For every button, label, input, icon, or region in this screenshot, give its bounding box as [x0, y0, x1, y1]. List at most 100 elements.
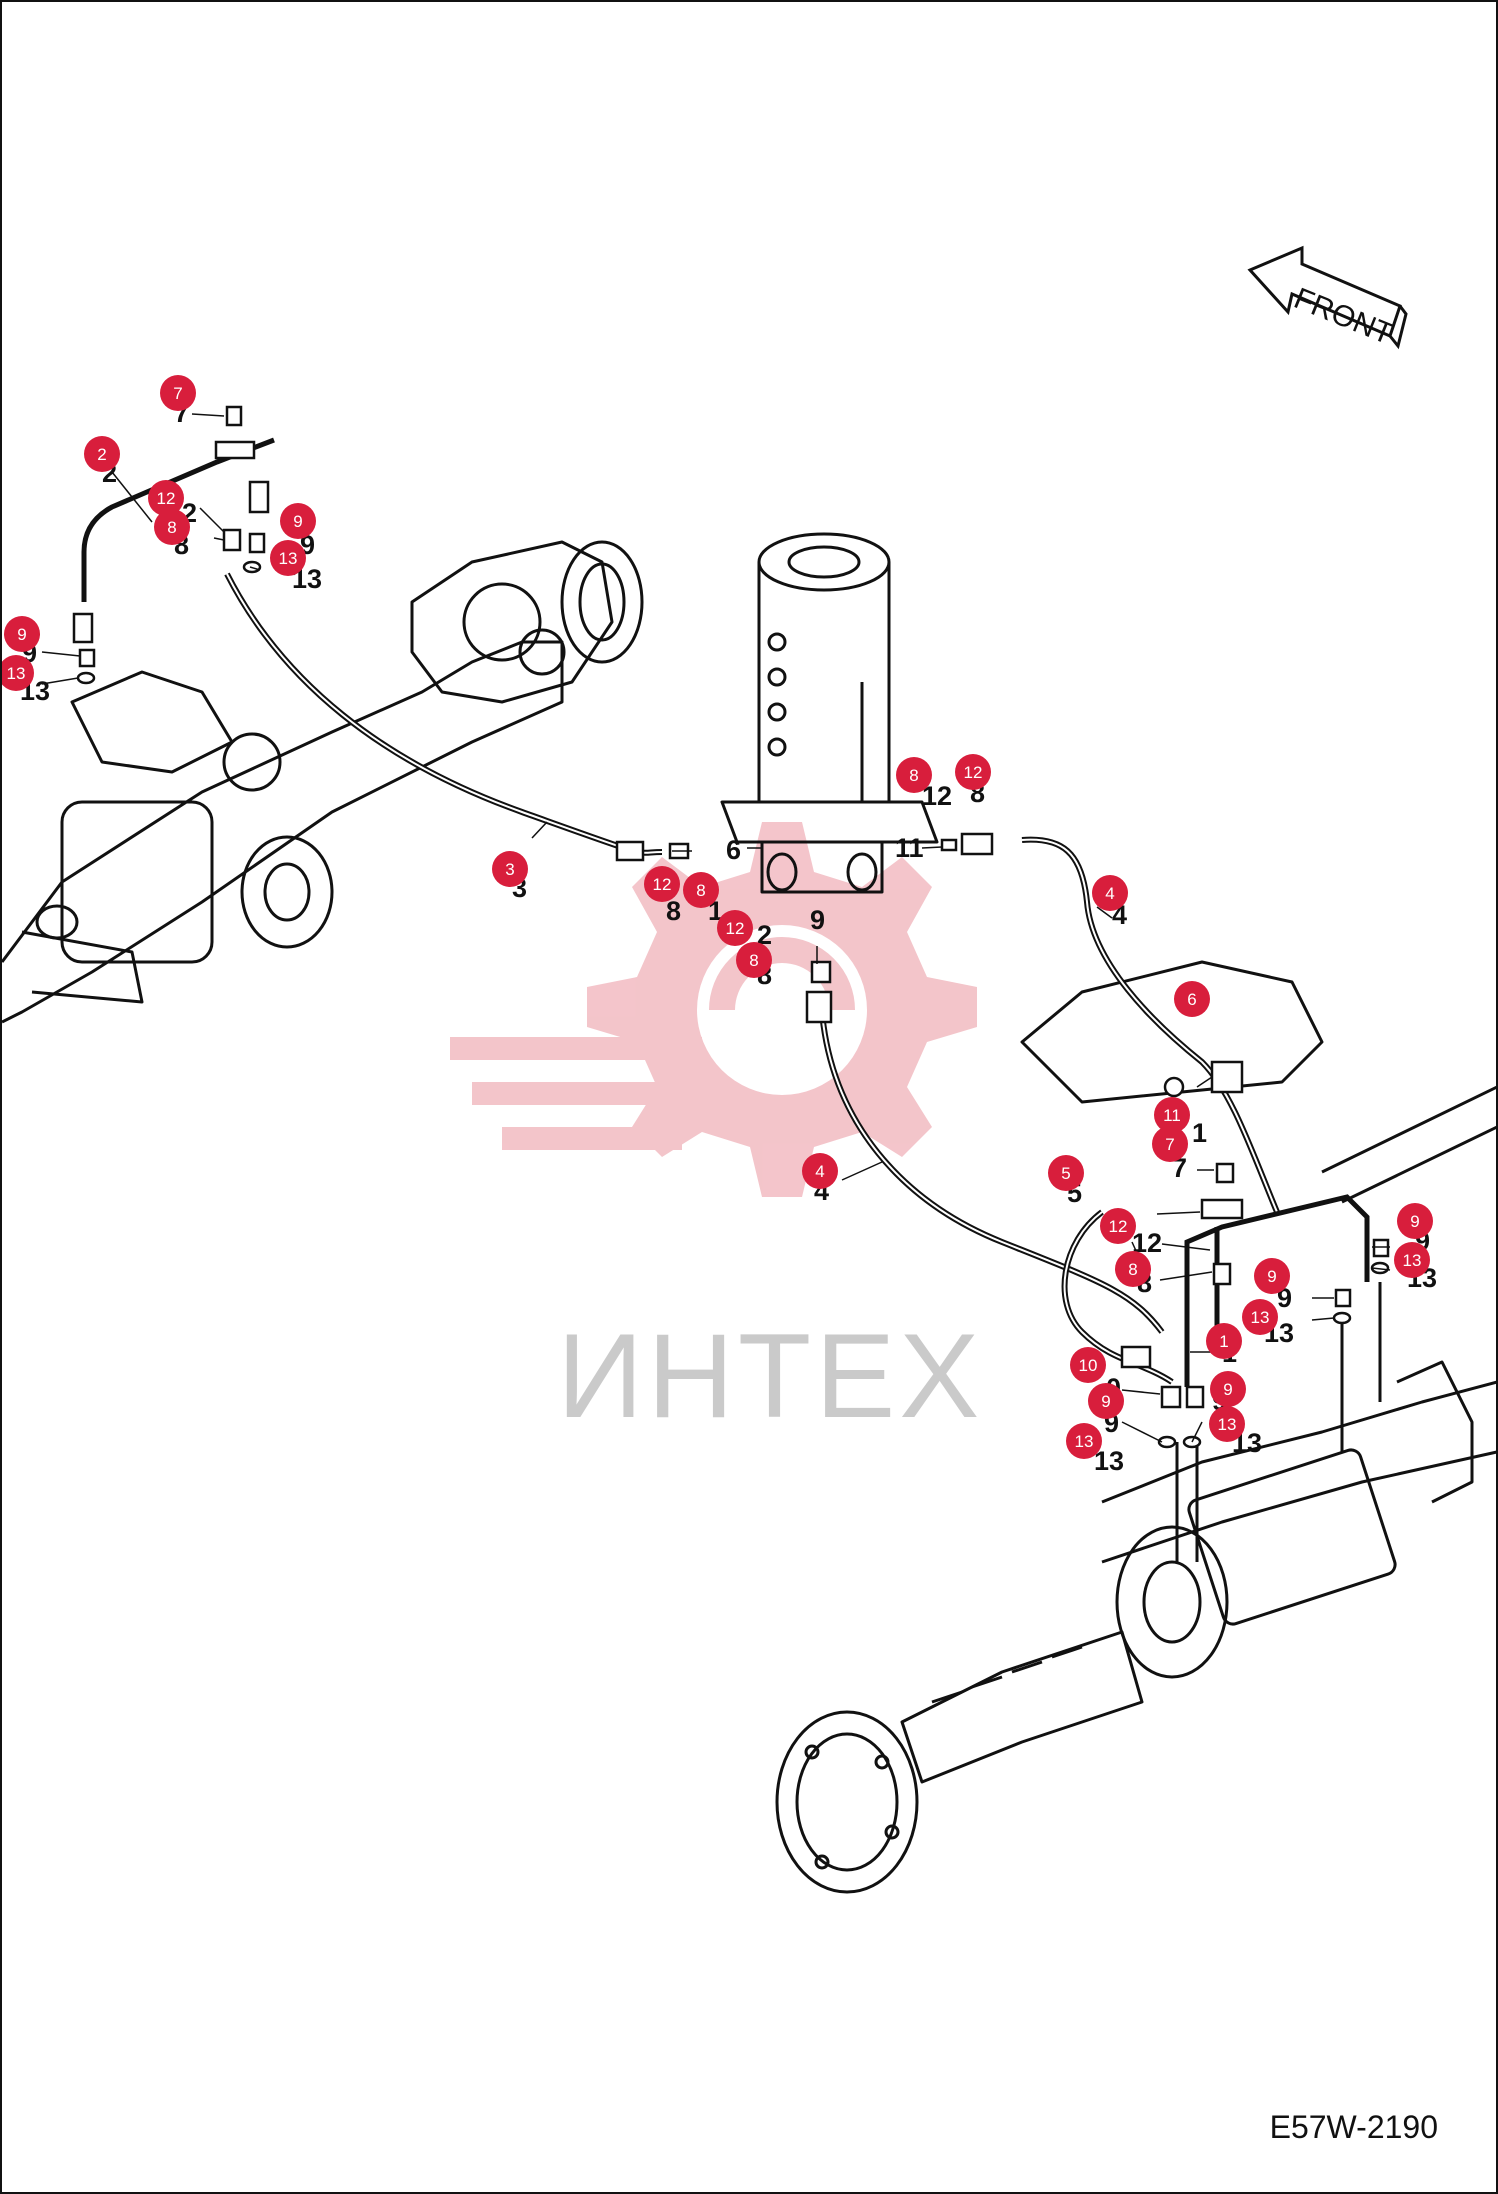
pipe-1-rear	[1184, 1194, 1370, 1387]
callout-circle	[644, 866, 680, 902]
pipe-end-front-left	[72, 612, 94, 644]
callout-badge: 6	[1174, 981, 1210, 1017]
hydraulic-hoses	[81, 437, 1382, 1562]
callout-number: 2	[97, 445, 106, 464]
callout-number: 13	[1403, 1251, 1422, 1270]
pipe-2-front	[81, 437, 275, 602]
callout-number: 9	[1267, 1267, 1276, 1286]
callout-circle	[1154, 1097, 1190, 1133]
callout-circle	[1210, 1371, 1246, 1407]
part-label: 13	[1094, 1446, 1124, 1476]
callout-badge: 9	[280, 503, 316, 539]
part-label: 2	[757, 920, 772, 950]
o-ring-13-left	[76, 671, 96, 685]
callout-badge: 8	[154, 509, 190, 545]
callout-number: 8	[1128, 1260, 1137, 1279]
fitting-7-rear	[1215, 1162, 1235, 1184]
fitting-9-rear-b	[1185, 1385, 1205, 1409]
clamp-6	[1210, 1060, 1244, 1094]
hose-3	[224, 572, 663, 856]
callout-badge: 13	[1242, 1299, 1278, 1335]
callout-number: 8	[167, 518, 176, 537]
callout-number: 12	[157, 489, 176, 508]
callout-number: 3	[505, 860, 514, 879]
callout-number: 9	[1223, 1380, 1232, 1399]
callout-number: 9	[293, 512, 302, 531]
tee-fitting-rear	[1200, 1198, 1244, 1220]
callout-badge: 10	[1070, 1347, 1106, 1383]
callout-badge: 1	[1206, 1323, 1242, 1359]
callout-number: 9	[1101, 1392, 1110, 1411]
callout-badge: 2	[84, 436, 120, 472]
callout-number: 8	[909, 766, 918, 785]
callout-number: 8	[696, 881, 705, 900]
bolt-11	[1163, 1076, 1185, 1098]
fitting-9-rear-c	[1334, 1288, 1352, 1308]
callout-badge: 9	[1254, 1258, 1290, 1294]
callout-number: 12	[964, 763, 983, 782]
part-label: 9	[810, 905, 825, 935]
callout-circle	[1100, 1208, 1136, 1244]
callout-circle	[955, 754, 991, 790]
callout-circle	[154, 509, 190, 545]
callout-badge: 7	[160, 375, 196, 411]
callout-badge: 4	[1092, 875, 1128, 911]
fitting-9-front	[248, 532, 266, 554]
callout-circle	[1088, 1383, 1124, 1419]
callout-circle	[1092, 875, 1128, 911]
callout-circle	[1242, 1299, 1278, 1335]
callout-badge: 9	[4, 616, 40, 652]
callout-circle	[1070, 1347, 1106, 1383]
callout-badge: 11	[1154, 1097, 1190, 1133]
callout-number: 13	[7, 664, 26, 683]
callout-badge: 13	[1394, 1242, 1430, 1278]
part-label: 6	[726, 835, 741, 865]
callout-number: 4	[815, 1162, 824, 1181]
callout-badge: 13	[2, 655, 34, 691]
center-swivel-joint	[720, 532, 939, 894]
hose-end-4-lower	[805, 990, 833, 1024]
fitting-8-swivel	[940, 838, 958, 852]
callout-badge: 12	[955, 754, 991, 790]
fitting-9-rear-a	[1160, 1385, 1182, 1409]
watermark-text: ИНТЕХ	[557, 1309, 983, 1443]
callout-badge: 12	[644, 866, 680, 902]
fitting-8-lower	[810, 960, 832, 984]
callout-circle	[1394, 1242, 1430, 1278]
callout-badge: 8	[1115, 1251, 1151, 1287]
callout-badge: 13	[1066, 1423, 1102, 1459]
part-label: 1	[1192, 1118, 1207, 1148]
hose-end-3	[615, 840, 645, 862]
callout-badge: 9	[1210, 1371, 1246, 1407]
callout-circle	[84, 436, 120, 472]
hose-fittings	[72, 405, 1390, 1449]
callout-number: 7	[173, 384, 182, 403]
callout-circle	[717, 910, 753, 946]
callout-number: 12	[653, 875, 672, 894]
callout-circle	[1397, 1203, 1433, 1239]
callout-circle	[1174, 981, 1210, 1017]
callout-badge: 12	[717, 910, 753, 946]
fitting-pipe-end	[248, 480, 270, 514]
adapter-10	[1120, 1345, 1152, 1369]
fitting-7-front	[225, 405, 243, 427]
callout-number: 13	[1218, 1415, 1237, 1434]
callout-circle	[2, 655, 34, 691]
o-ring-13-rear-a	[1157, 1435, 1177, 1449]
callout-number: 12	[726, 919, 745, 938]
callout-number: 13	[279, 549, 298, 568]
callout-circle	[1066, 1423, 1102, 1459]
callout-badge: 12	[148, 480, 184, 516]
tee-fitting-front	[214, 440, 256, 460]
part-label: 8	[666, 896, 681, 926]
part-label: 11	[895, 833, 924, 863]
callout-badge: 7	[1152, 1126, 1188, 1162]
callout-circle	[280, 503, 316, 539]
callout-number: 9	[17, 625, 26, 644]
fitting-8-front	[222, 528, 242, 552]
callout-number: 9	[1410, 1212, 1419, 1231]
fitting-8-rear	[1212, 1262, 1232, 1286]
callout-number: 4	[1105, 884, 1114, 903]
callout-badge: 8	[736, 942, 772, 978]
